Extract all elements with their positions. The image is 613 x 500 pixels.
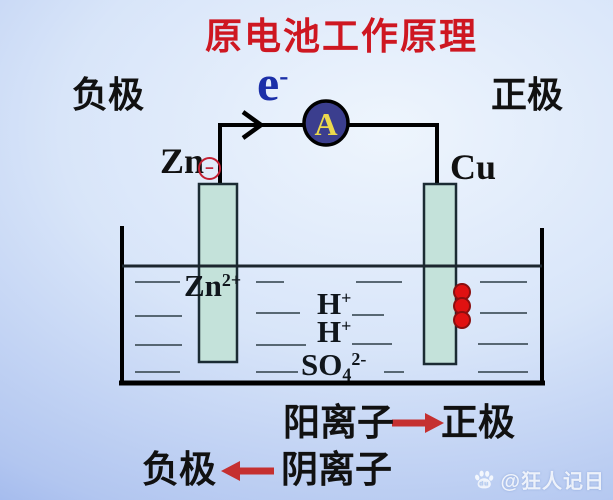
zn-electrode-bar	[197, 182, 239, 364]
zn-electrode-label: Zn	[160, 141, 205, 181]
electron-flow-arrow-icon	[241, 110, 265, 140]
anion-target-label: 负极	[142, 449, 216, 490]
watermark-handle: @狂人记日	[500, 471, 605, 493]
anion-arrow-icon	[221, 461, 274, 481]
cation-arrow-icon	[392, 413, 444, 433]
bubble-icon	[453, 311, 471, 329]
electron-symbol: e-	[257, 55, 289, 111]
watermark: du @狂人记日	[473, 465, 605, 494]
anion-label: 阴离子	[281, 449, 392, 490]
baidu-paw-icon: du	[475, 470, 494, 488]
cation-label: 阳离子	[283, 402, 394, 443]
hydrogen-ion-label: H+	[317, 314, 352, 349]
svg-text:du: du	[480, 480, 490, 487]
negative-electrode-label: 负极	[72, 74, 145, 115]
ammeter-icon	[302, 99, 350, 147]
page-title: 原电池工作原理	[205, 16, 478, 57]
zinc-ion-label: Zn2+	[184, 268, 242, 303]
hydrogen-ion-label: H+	[317, 286, 352, 321]
ammeter-letter: A	[314, 106, 338, 142]
sulfate-ion-label: SO42-	[301, 347, 367, 385]
cu-electrode-bar	[422, 182, 458, 366]
minus-charge-badge: −	[198, 157, 221, 180]
cu-electrode-label: Cu	[450, 147, 497, 187]
positive-electrode-label: 正极	[491, 74, 564, 115]
hydrogen-bubbles	[453, 283, 471, 329]
cation-target-label: 正极	[441, 402, 515, 443]
solution-dashes	[135, 281, 528, 373]
